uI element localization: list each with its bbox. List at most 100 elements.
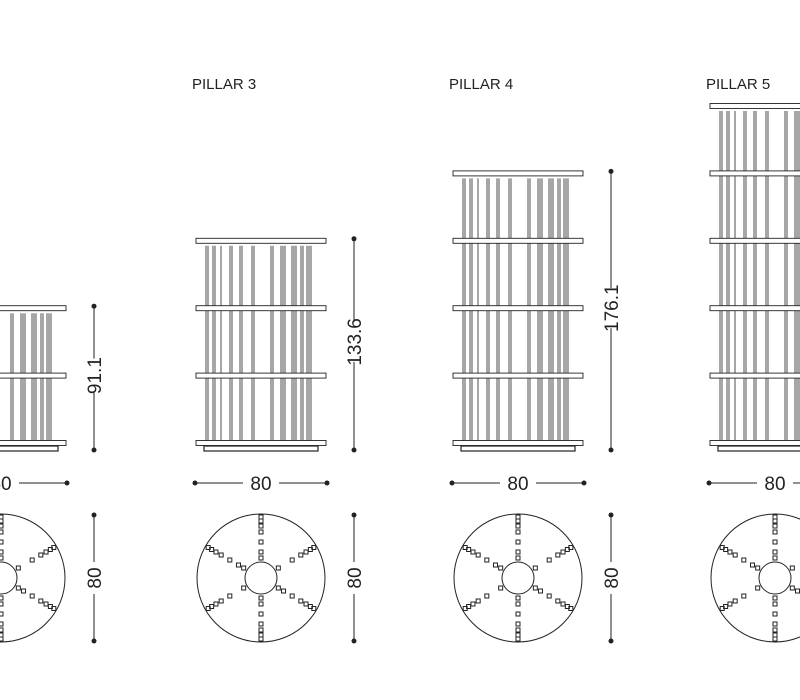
slat-section [303, 601, 309, 607]
slat-section [755, 565, 761, 571]
slat-section [311, 545, 317, 550]
slat-section [772, 621, 778, 627]
slat-section [51, 545, 57, 550]
slat-section [772, 514, 778, 520]
slat-section [532, 585, 538, 591]
slat-section [258, 611, 264, 617]
slat-section [719, 606, 725, 611]
dimension-dot [351, 512, 357, 518]
slat-section [515, 549, 521, 555]
slat-section [0, 514, 4, 520]
pillar-5: PILLAR 58080 [706, 76, 800, 643]
slat-section [772, 636, 778, 642]
plan-inner-circle [244, 561, 278, 595]
slat-section [515, 636, 521, 642]
slat-section [281, 588, 287, 594]
slat-section [772, 595, 778, 601]
slat-section [498, 565, 504, 571]
slat-section [258, 518, 264, 524]
width-label: 80 [250, 474, 271, 495]
slat-section [0, 523, 4, 529]
shelf [709, 237, 800, 244]
slat-section [241, 565, 247, 571]
slat-section [772, 549, 778, 555]
slat-section [546, 557, 552, 563]
slat-section [741, 557, 747, 563]
dimension-dot [351, 447, 357, 453]
slat-section [258, 595, 264, 601]
width-label: 80 [764, 474, 785, 495]
slat-section [741, 593, 747, 599]
label-bg [344, 562, 364, 594]
height-label: 176.1 [602, 284, 623, 332]
height-label: 133.6 [345, 318, 366, 366]
plan-outer-circle [196, 513, 326, 643]
slat-section [0, 518, 4, 524]
slat-section [289, 593, 295, 599]
shelf [195, 237, 327, 244]
height-label: 91.1 [85, 357, 106, 394]
slat-section [470, 549, 476, 555]
slat-section [43, 601, 49, 607]
slat-section [470, 601, 476, 607]
shelf [452, 305, 584, 312]
slat-section [719, 545, 725, 550]
slat-section [532, 565, 538, 571]
dimension-dot [192, 480, 198, 486]
slat-section [0, 632, 4, 638]
slat-section [241, 585, 247, 591]
dimension-dot [91, 512, 97, 518]
slat-section [43, 549, 49, 555]
slat-section [51, 606, 57, 611]
slat-section [515, 529, 521, 535]
shelf [452, 372, 584, 379]
slat-section [789, 565, 795, 571]
slat-section [560, 601, 566, 607]
slat-section [538, 588, 544, 594]
slat-section [258, 627, 264, 633]
plan-inner-circle [0, 561, 18, 595]
slat-section [789, 585, 795, 591]
slat-section [555, 552, 561, 558]
slat-section [258, 549, 264, 555]
slat-section [0, 539, 4, 545]
base-plate [717, 445, 800, 452]
label-bg [84, 358, 104, 393]
slat-section [258, 636, 264, 642]
slat-section [772, 518, 778, 524]
plan-inner-circle [758, 561, 792, 595]
slat-section [258, 529, 264, 535]
shelf [452, 170, 584, 177]
slat-section [21, 588, 27, 594]
slat-section [227, 557, 233, 563]
slat-section [772, 611, 778, 617]
shelf [195, 372, 327, 379]
slat-section [568, 545, 574, 550]
slat-section [258, 621, 264, 627]
diameter-label: 80 [602, 567, 623, 588]
slat-section [749, 562, 755, 568]
slat-section [498, 585, 504, 591]
slat-section [218, 598, 224, 604]
slat-section [213, 549, 219, 555]
slat-section [303, 549, 309, 555]
pillar-title: PILLAR 4 [449, 76, 513, 93]
slat-section [515, 595, 521, 601]
slat-section [227, 593, 233, 599]
slat-section [560, 549, 566, 555]
slat-section [38, 552, 44, 558]
slat-section [205, 545, 211, 550]
slat-section [311, 606, 317, 611]
shelf [195, 440, 327, 446]
plan-outer-circle [453, 513, 583, 643]
label-bg [601, 288, 621, 329]
slat-section [484, 593, 490, 599]
slat-section [258, 632, 264, 638]
slat-section [29, 593, 35, 599]
dimension-dot [581, 480, 587, 486]
slat-section [0, 601, 4, 607]
label-bg [0, 473, 19, 493]
